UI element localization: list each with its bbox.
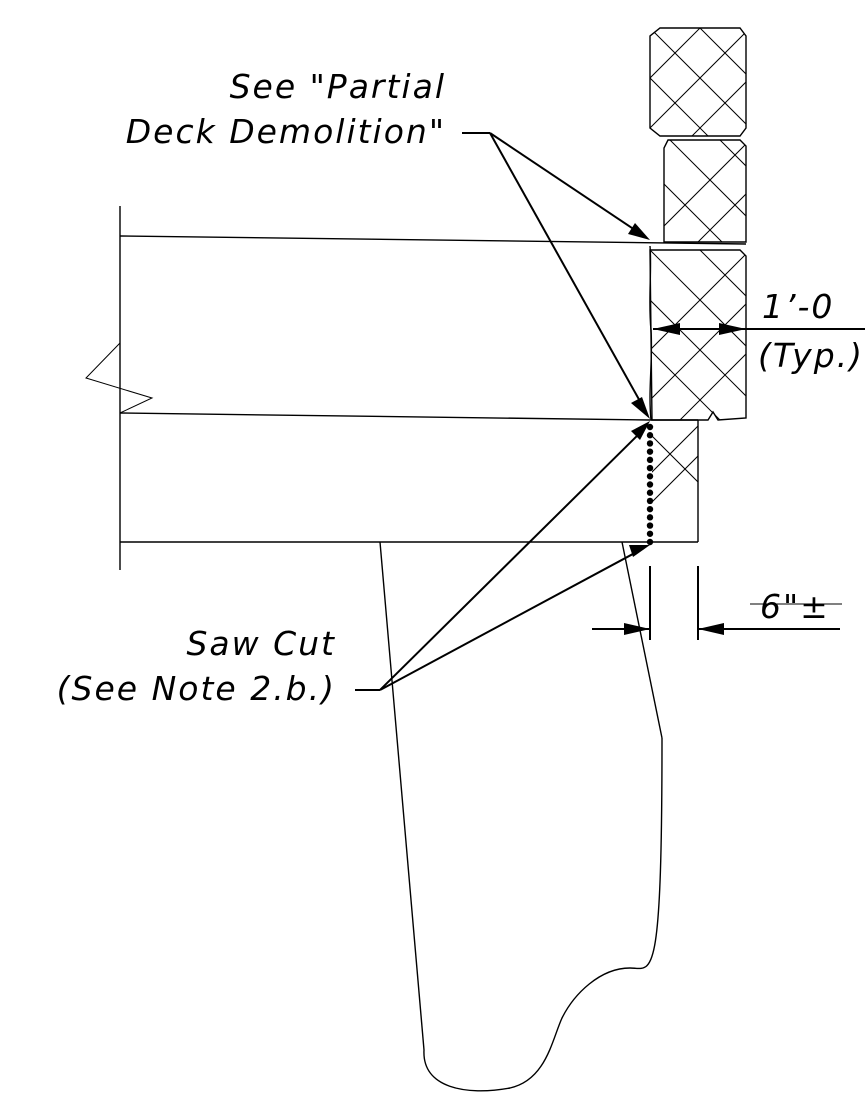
dim-one-foot [653,323,865,335]
label-dim-typ: (Typ.) [758,336,864,375]
saw-cut-dot [646,473,654,480]
saw-cut-dot [646,505,654,513]
hatched-blocks [649,27,747,503]
deck-slab [85,206,747,570]
saw-cut-dot [646,481,654,488]
saw-cut-dot [646,464,654,472]
label-dim-six-inch: 6"± [760,587,830,626]
dim-six-inch [592,566,842,640]
saw-cut-dot [646,497,654,505]
saw-cut-dot [646,489,654,496]
break-line [85,342,154,414]
saw-cut-dot [646,530,654,537]
saw-cut-dot [646,423,654,431]
saw-cut-dot [646,522,654,529]
label-saw-cut-line2: (See Note 2.b.) [57,669,336,708]
label-partial-deck-line2: Deck Demolition" [126,112,446,151]
label-saw-cut-line1: Saw Cut [186,624,336,663]
saw-cut-dot [646,448,654,455]
label-dim-one-foot: 1’-0 [762,287,834,326]
saw-cut-leaders [355,421,650,691]
saw-cut-dot [646,514,654,521]
saw-cut-dot [646,456,654,464]
saw-cut-dots [646,423,654,546]
partial-deck-leaders [462,132,650,419]
saw-cut-dot [646,432,654,439]
column-pile [379,541,663,1092]
saw-cut-dot [646,440,654,447]
label-partial-deck-line1: See "Partial [230,67,446,106]
saw-cut-dot [646,538,654,546]
